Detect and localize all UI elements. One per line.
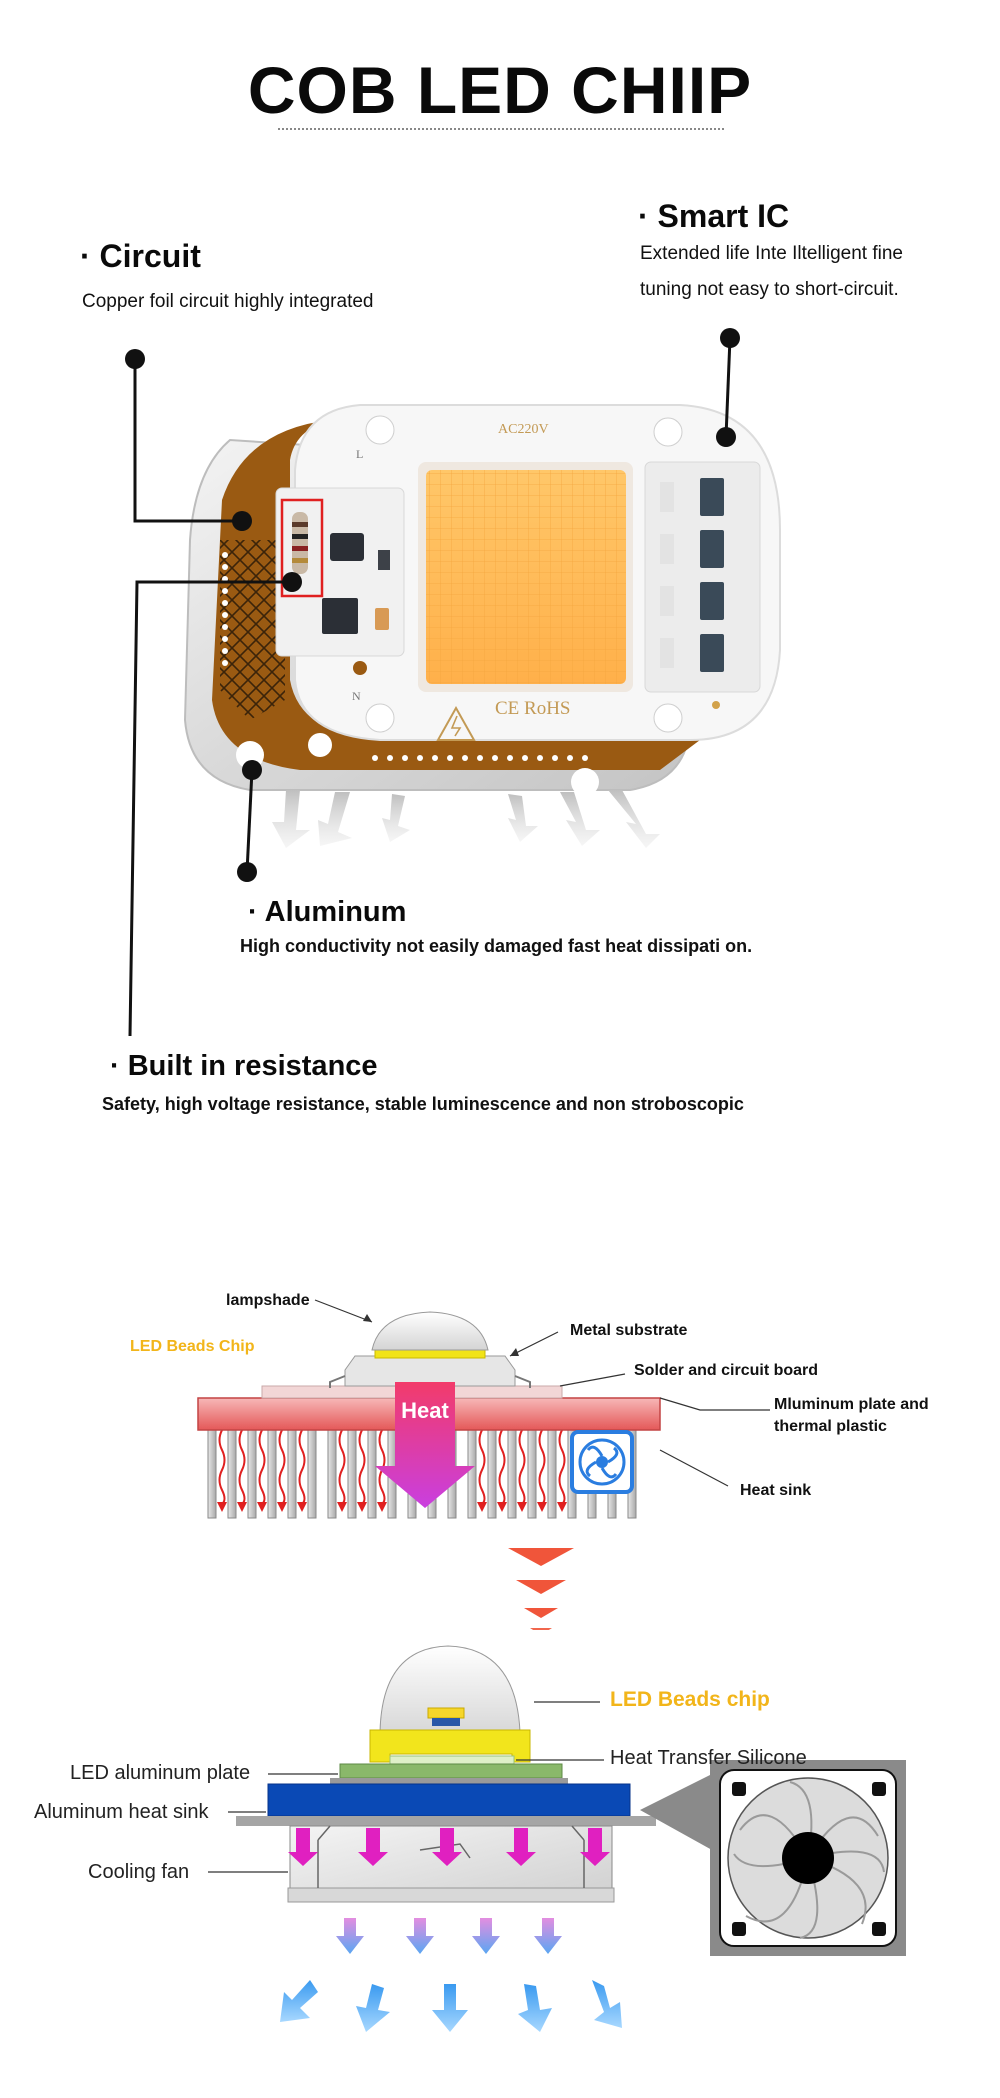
title-underline [278, 128, 724, 130]
heat-arrow [375, 1382, 475, 1508]
heat-label: Heat [401, 1398, 449, 1423]
label-led-beads-chip-1: LED Beads Chip [130, 1338, 255, 1355]
label-led-aluminum-plate: LED aluminum plate [70, 1762, 251, 1784]
label-aluminum-plate-2: thermal plastic [774, 1418, 887, 1435]
bullet: · [638, 198, 649, 234]
feature-desc-smart-ic-1: Extended life Inte Iltelligent fine [640, 243, 904, 264]
label-heat-sink: Heat sink [740, 1482, 812, 1499]
chip-pin-n: N [352, 689, 361, 703]
label-aluminum-plate-1: Mluminum plate and [774, 1396, 929, 1413]
feature-desc-resistance: Safety, high voltage resistance, stable … [102, 1094, 744, 1114]
label-lampshade: lampshade [226, 1292, 310, 1309]
feature-desc-smart-ic-2: tuning not easy to short-circuit. [640, 279, 899, 300]
label-led-beads-chip-2: LED Beads chip [610, 1688, 770, 1711]
page-title: COB LED CHIIP [247, 53, 753, 127]
gradient-airflow-arrows [336, 1918, 562, 1954]
chip-cert-marking: CE RoHS [495, 698, 571, 719]
red-heat-arrows [218, 1429, 566, 1505]
feature-title-circuit: Circuit [99, 238, 201, 274]
feature-desc-circuit: Copper foil circuit highly integrated [82, 291, 374, 312]
bullet: · [248, 896, 258, 928]
cooling-fan-closeup-icon [727, 1777, 889, 1939]
label-heat-transfer-silicone: Heat Transfer Silicone [610, 1747, 807, 1769]
fan-icon [570, 1430, 634, 1494]
label-aluminum-heat-sink: Aluminum heat sink [34, 1801, 209, 1823]
feature-desc-aluminum: High conductivity not easily damaged fas… [240, 936, 753, 956]
downward-heat-triangles [508, 1548, 574, 1630]
feature-title-smart-ic: Smart IC [657, 198, 790, 234]
bullet: · [80, 238, 91, 274]
feature-smart-ic: · Smart IC [638, 198, 789, 235]
blue-airflow-arrows [280, 1980, 622, 2032]
heat-dissipation-diagram-1: Heat [197, 1299, 770, 1630]
heat-dissipation-diagram-2 [208, 1645, 906, 2032]
feature-circuit: · Circuit [80, 238, 201, 275]
cob-chip-illustration: AC220V L N CE RoHS [125, 328, 781, 1037]
label-solder: Solder and circuit board [634, 1362, 819, 1379]
feature-aluminum: · Aluminum [248, 896, 406, 929]
label-metal-substrate: Metal substrate [570, 1322, 688, 1339]
feature-resistance: · Built in resistance [110, 1050, 378, 1083]
magenta-heat-arrows [288, 1828, 610, 1866]
bullet: · [110, 1050, 120, 1082]
label-cooling-fan: Cooling fan [88, 1861, 190, 1883]
zoom-callout-pointer [640, 1774, 712, 1850]
chip-voltage-marking: AC220V [498, 422, 549, 437]
feature-title-aluminum: Aluminum [264, 896, 407, 928]
chip-pin-l: L [356, 447, 363, 461]
feature-title-resistance: Built in resistance [127, 1050, 378, 1082]
